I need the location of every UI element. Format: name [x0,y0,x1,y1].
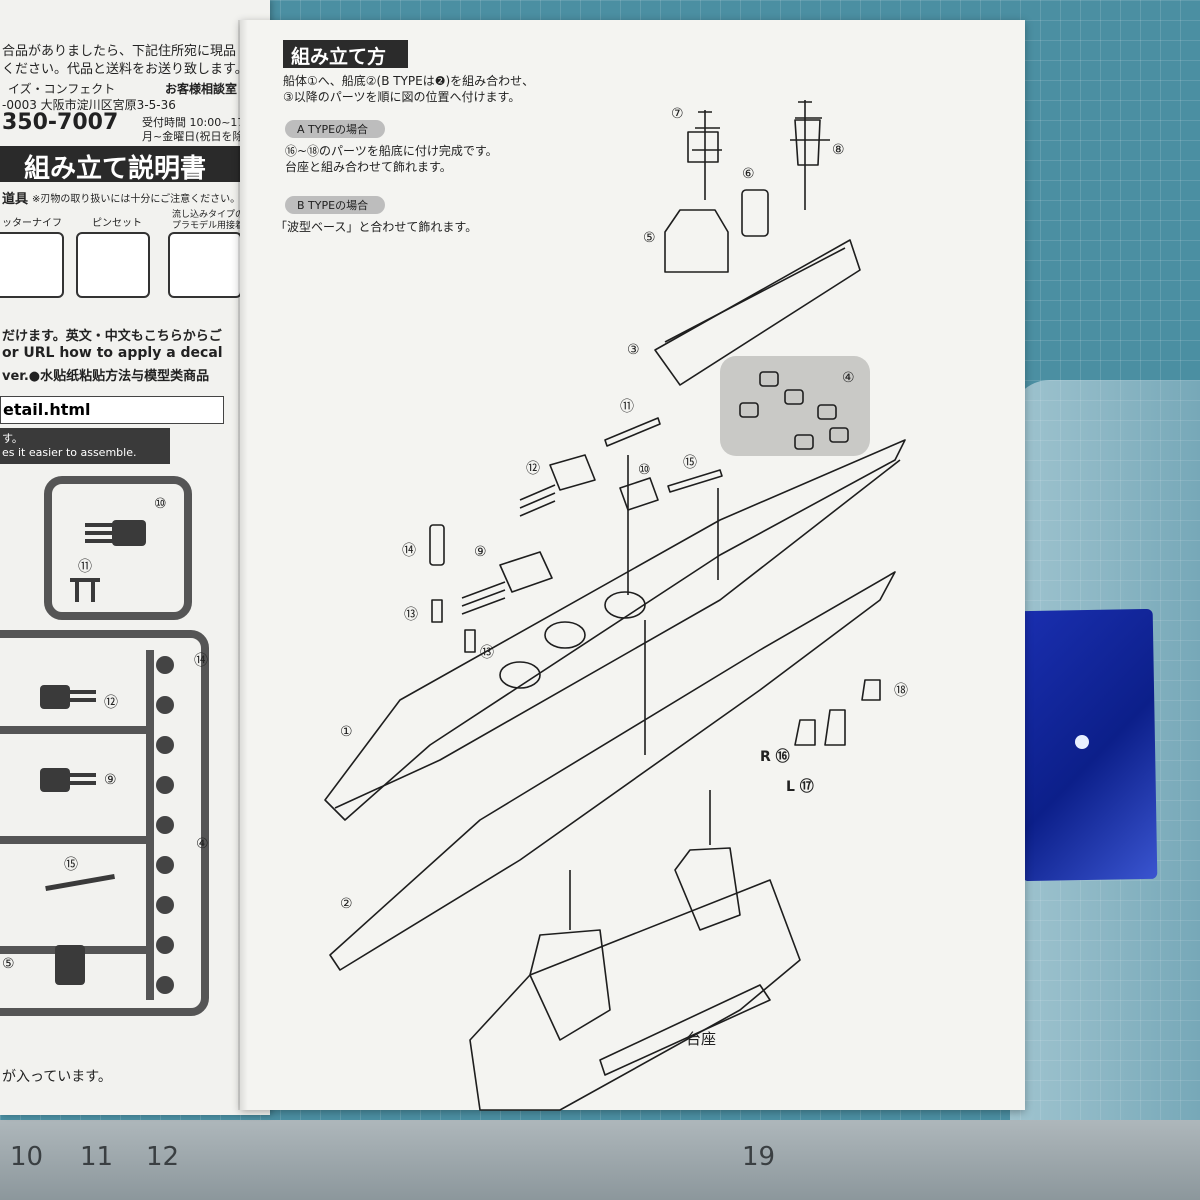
part-label: ⑮ [683,455,697,471]
part-7-mast [692,110,722,200]
hours-line: 受付時間 10:00~17:00 [142,116,263,129]
part-11-rail [604,417,661,447]
part-12-turret [549,454,596,491]
runner-label: ⑭ [194,653,208,669]
ruler-number: 19 [742,1142,776,1172]
support-title: お客様相談室 [165,82,238,96]
tool-label: 流し込みタイプの プラモデル用接着剤 [172,210,254,231]
knife-icon [0,232,64,298]
part-6-funnel [741,189,769,237]
url-box: etail.html [0,396,224,424]
runner-label: ⑫ [104,695,118,711]
phone-number: 350-7007 [2,110,119,135]
part-9-turret [499,551,553,593]
part-15-boom [667,469,723,493]
part-label: ⑧ [832,142,845,158]
banner-title: 組み立て説明書 [24,154,207,184]
runner-label: ⑤ [2,956,15,972]
type-a-line: 台座と組み合わせて飾れます。 [285,160,452,174]
part-label: ⑫ [526,461,540,477]
part-label: ① [340,724,353,740]
assembly-heading: 組み立て方 [283,40,408,68]
type-a-label: A TYPEの場合 [285,120,385,138]
turret-ring [544,621,586,649]
part-2-hull-bottom [329,571,896,971]
decal-line: だけます。英文・中文もこちらからご [2,329,222,344]
part-14-part [429,524,445,566]
display-stand [469,879,801,1111]
runner-label: ⑮ [64,857,78,873]
part-label: ⑥ [742,166,755,182]
part-label: ⑤ [643,230,656,246]
type-b-label: B TYPEの場合 [285,196,385,214]
notice-line: ください。代品と送料をお送り致します。 [2,62,248,77]
part-label: ⑪ [620,399,634,415]
company-name: イズ・コンフェクト [8,82,116,96]
part-7-mast-body [687,131,719,163]
stand-label: 台座 [686,1030,717,1048]
runner-label: ④ [196,836,209,852]
part-8-mast-body [794,119,821,166]
decal-line: or URL how to apply a decal [2,345,223,361]
part-8-mast [790,100,830,210]
part-label: ③ [627,342,640,358]
part-label: ② [340,896,353,912]
part-18-fin [861,679,881,701]
part-label: ⑬ [404,607,418,623]
instructions-banner: 組み立て説明書 [0,146,255,184]
part-16-fin [794,719,816,746]
base-peg-hole [1075,735,1089,749]
runner-label: ⑩ [154,496,167,512]
part-label: L ⑰ [786,779,814,795]
ruler-number: 11 [80,1142,114,1172]
part-label: ⑩ [638,462,651,478]
notice-line: 合品がありましたら、下記住所宛に現品 [2,44,237,59]
part-13b-part [464,629,476,653]
intro-line: ③以降のパーツを順に図の位置へ付けます。 [283,90,521,104]
heading-text: 組み立て方 [291,46,387,68]
part-label: ⑬ [480,645,494,661]
part-17-fin [824,709,846,746]
page-fold [238,20,248,1110]
part-13-part [431,599,443,623]
tool-label: ピンセット [92,218,142,229]
part-3-superstructure [654,239,861,386]
turret-ring [604,591,646,619]
tool-label: ッターナイフ [2,218,62,229]
footer-note: が入っています。 [2,1069,112,1085]
address: -0003 大阪市淀川区宮原3-5-36 [2,98,176,112]
hint-line: es it easier to assemble. [2,446,137,459]
tweezers-icon [76,232,150,298]
intro-line: 船体①へ、船底②(B TYPEは❷)を組み合わせ、 [283,74,535,88]
url-text: etail.html [3,400,91,419]
part-10-turret [619,477,659,511]
decal-line: ver.●水贴纸粘贴方法与模型类商品 [2,369,210,384]
runner-label: ⑨ [104,772,117,788]
hint-line: す。 [2,432,23,445]
ruler: 10 11 12 19 [0,1120,1200,1200]
type-b-line: 「波型ベース」と合わせて飾れます。 [275,220,478,234]
part-label: ⑨ [474,544,487,560]
part-label: ④ [842,370,855,386]
part-label: ⑱ [894,683,908,699]
ruler-number: 12 [146,1142,180,1172]
tools-note: ※刃物の取り扱いには十分にご注意ください。 [32,194,241,205]
type-a-line: ⑯~⑱のパーツを船底に付け完成です。 [285,144,498,158]
turret-ring [499,661,541,689]
runner-illustration [0,476,209,1016]
part-5-bridge [664,209,729,273]
hint-bar: す。 es it easier to assemble. [0,428,170,464]
part-4-highlight [720,356,870,456]
part-1-hull [324,439,906,821]
glue-bottle-icon [168,232,242,298]
part-label: R ⑯ [760,749,790,765]
part-4-turrets [739,371,849,450]
tools-header: 道具 [2,192,29,207]
part-label: ⑦ [671,106,684,122]
part-label: ⑭ [402,543,416,559]
ruler-number: 10 [10,1142,44,1172]
runner-label: ⑪ [78,559,92,575]
hours-line: 月~金曜日(祝日を除く) [142,130,259,143]
